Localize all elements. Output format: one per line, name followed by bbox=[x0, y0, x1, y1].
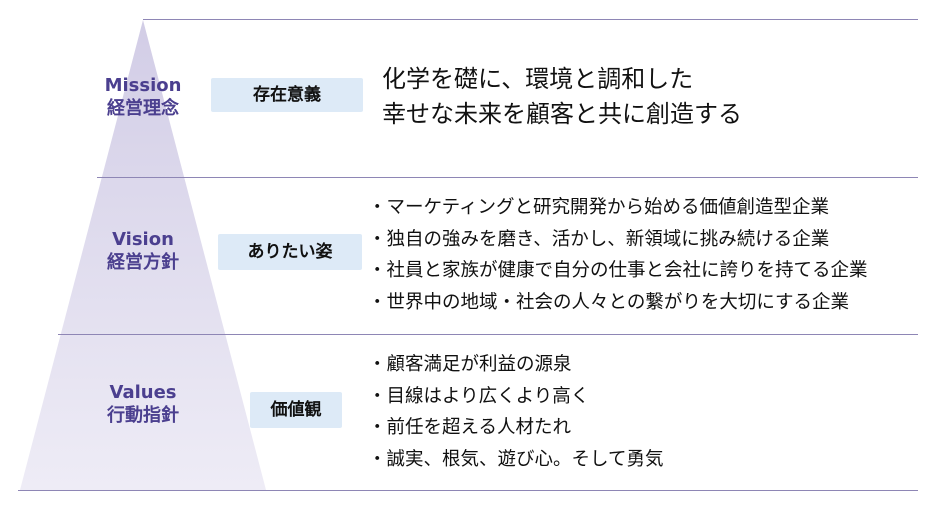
mission-statement-line: 幸せな未来を顧客と共に創造する bbox=[382, 100, 742, 128]
vision-title-en: Vision bbox=[112, 229, 174, 250]
values-list: 顧客満足が利益の源泉 目線はより広くより高く 前任を超える人材たれ 誠実、根気、… bbox=[368, 349, 664, 476]
vision-title: Vision 経営方針 bbox=[73, 228, 213, 274]
values-title-en: Values bbox=[109, 382, 177, 403]
pyramid-triangle bbox=[20, 20, 266, 490]
mission-title: Mission 経営理念 bbox=[73, 74, 213, 120]
mission-title-en: Mission bbox=[104, 75, 182, 96]
list-item: 独自の強みを磨き、活かし、新領域に挑み続ける企業 bbox=[368, 224, 868, 256]
values-title-ja: 行動指針 bbox=[107, 405, 179, 426]
list-item: マーケティングと研究開発から始める価値創造型企業 bbox=[368, 192, 868, 224]
divider-top bbox=[143, 19, 918, 20]
mission-statement: 化学を礎に、環境と調和した 幸せな未来を顧客と共に創造する bbox=[382, 62, 742, 132]
divider-bottom bbox=[18, 490, 918, 491]
list-item: 社員と家族が健康で自分の仕事と会社に誇りを持てる企業 bbox=[368, 255, 868, 287]
list-item: 誠実、根気、遊び心。そして勇気 bbox=[368, 444, 664, 476]
vision-title-ja: 経営方針 bbox=[107, 252, 179, 273]
divider-vision-values bbox=[58, 334, 918, 335]
mission-label-pill: 存在意義 bbox=[211, 78, 363, 112]
mission-title-ja: 経営理念 bbox=[107, 98, 179, 119]
vision-label-pill: ありたい姿 bbox=[218, 234, 362, 270]
list-item: 世界中の地域・社会の人々との繋がりを大切にする企業 bbox=[368, 287, 868, 319]
divider-mission-vision bbox=[97, 177, 918, 178]
list-item: 前任を超える人材たれ bbox=[368, 412, 663, 444]
list-item: 目線はより広くより高く bbox=[368, 381, 663, 413]
values-label-pill: 価値観 bbox=[250, 392, 342, 428]
mission-statement-line: 化学を礎に、環境と調和した bbox=[382, 65, 694, 93]
vision-list: マーケティングと研究開発から始める価値創造型企業 独自の強みを磨き、活かし、新領… bbox=[368, 192, 868, 318]
values-title: Values 行動指針 bbox=[73, 381, 213, 427]
list-item: 顧客満足が利益の源泉 bbox=[368, 349, 663, 381]
